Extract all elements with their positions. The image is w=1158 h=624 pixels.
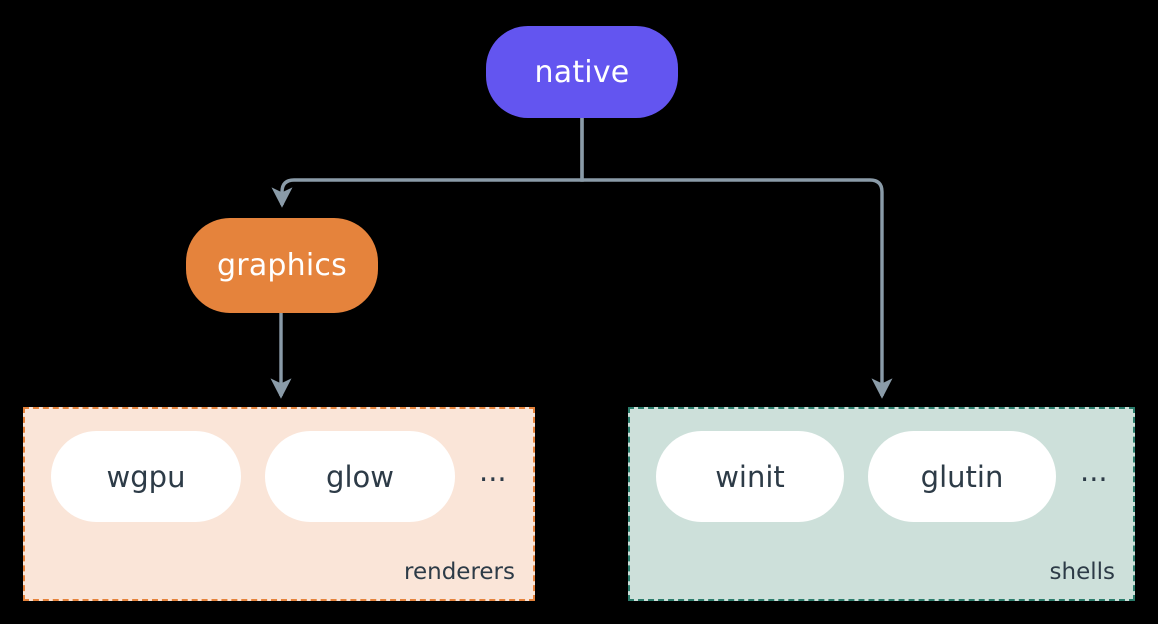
group-shells-label: shells [1049,559,1115,585]
edge-native-to-shells [580,118,893,399]
leaf-pill-winit-label: winit [715,459,785,494]
group-shells-items: winit glutin ... [630,431,1108,522]
node-native[interactable]: native [486,26,678,118]
leaf-pill-winit[interactable]: winit [656,431,844,522]
leaf-pill-wgpu[interactable]: wgpu [51,431,241,522]
group-renderers-items: wgpu glow ... [25,431,507,522]
node-graphics[interactable]: graphics [186,218,378,313]
leaf-pill-wgpu-label: wgpu [106,459,186,494]
group-renderers: wgpu glow ... renderers [23,407,535,601]
node-graphics-label: graphics [217,248,347,283]
shells-more-indicator: ... [1080,454,1108,488]
renderers-more-indicator: ... [479,454,507,488]
leaf-pill-glutin[interactable]: glutin [868,431,1056,522]
edge-native-to-graphics [271,118,584,208]
leaf-pill-glow[interactable]: glow [265,431,455,522]
group-renderers-label: renderers [404,559,515,585]
node-native-label: native [534,54,630,90]
leaf-pill-glutin-label: glutin [920,459,1004,494]
group-shells: winit glutin ... shells [628,407,1135,601]
leaf-pill-glow-label: glow [326,459,394,494]
